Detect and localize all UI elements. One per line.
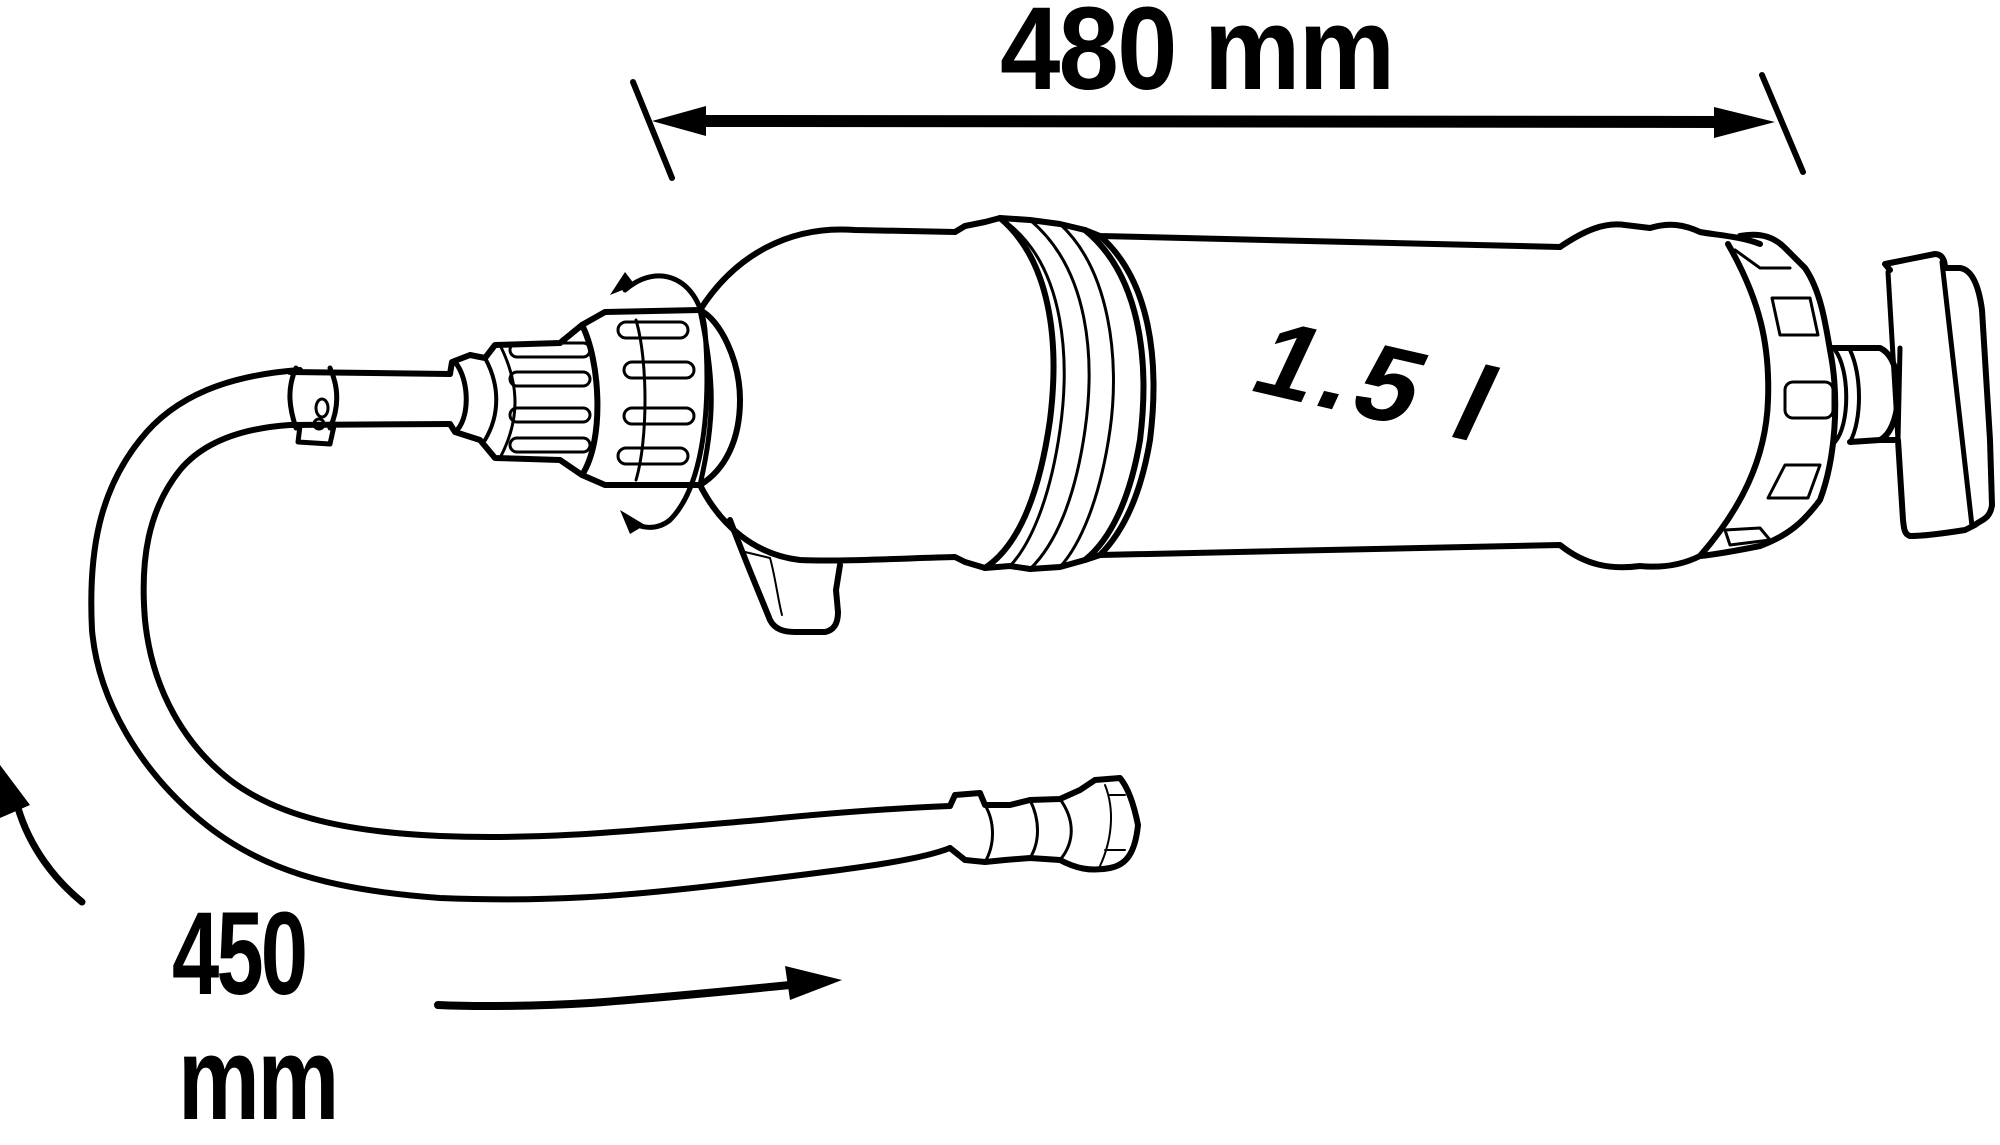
outlet-stub (730, 520, 840, 632)
length-dimension-label: 480 mm (1000, 0, 1395, 115)
pump-body (700, 218, 1760, 569)
end-cap (1700, 235, 1835, 556)
hose-nozzle (950, 778, 1138, 870)
rotation-arrows (610, 272, 707, 534)
hose-length-arrow (0, 765, 842, 1006)
t-handle (1830, 254, 1992, 536)
hose-length-unit: mm (178, 1013, 339, 1145)
coupling (450, 310, 740, 485)
suction-hose (91, 368, 950, 899)
hose-length-value: 450 (172, 888, 308, 1020)
length-dimension-arrow (633, 75, 1803, 178)
pump-diagram (0, 0, 2000, 1120)
